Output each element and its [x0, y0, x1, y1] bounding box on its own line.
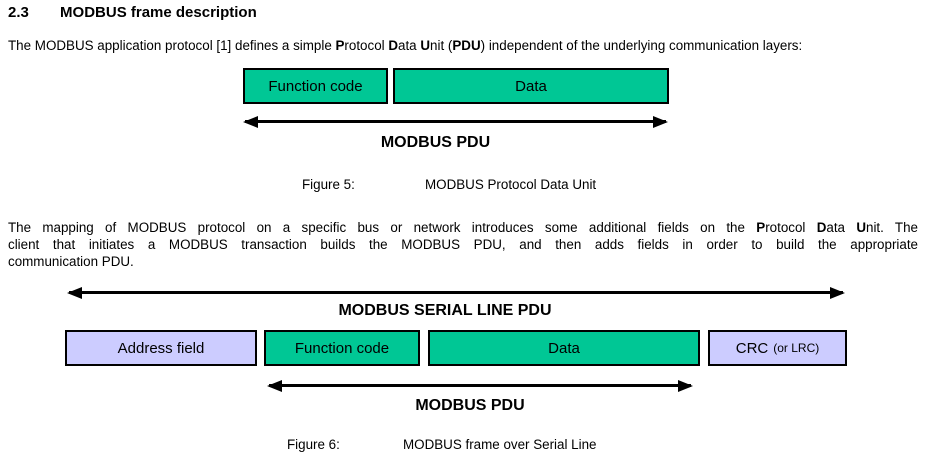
mapping-paragraph-line1: The mapping of MODBUS protocol on a spec… [8, 220, 919, 235]
fig6-serial-line-double-arrow [69, 291, 843, 294]
fig6-address-field-label: Address field [117, 339, 205, 357]
fig5-function-code-label: Function code [268, 77, 363, 95]
fig6-pdu-double-arrow [269, 384, 691, 387]
fig6-crc-box: CRC (or LRC) [708, 330, 847, 366]
fig6-address-field-box: Address field [65, 330, 257, 366]
mapping-paragraph: The mapping of MODBUS protocol on a spec… [8, 219, 918, 270]
section-title: MODBUS frame description [60, 4, 257, 21]
fig6-data-box: Data [428, 330, 700, 366]
fig6-serial-line-label: MODBUS SERIAL LINE PDU [338, 302, 552, 319]
intro-paragraph: The MODBUS application protocol [1] defi… [8, 38, 803, 53]
fig6-function-code-box: Function code [264, 330, 420, 366]
fig6-data-label: Data [548, 339, 580, 357]
fig5-caption-number: Figure 5: [302, 177, 355, 192]
mapping-paragraph-line3: communication PDU. [8, 254, 134, 269]
fig5-data-label: Data [515, 77, 547, 95]
fig5-caption-text: MODBUS Protocol Data Unit [425, 177, 597, 192]
fig5-double-arrow [245, 120, 666, 123]
fig5-function-code-box: Function code [243, 68, 388, 104]
fig5-data-box: Data [393, 68, 669, 104]
fig6-crc-label-suffix: (or LRC) [773, 341, 820, 355]
fig6-pdu-arrow-label: MODBUS PDU [415, 397, 525, 414]
section-number: 2.3 [8, 4, 29, 21]
mapping-paragraph-line2: client that initiates a MODBUS transacti… [8, 237, 918, 252]
fig6-function-code-label: Function code [294, 339, 390, 357]
fig6-caption-number: Figure 6: [287, 437, 340, 452]
fig6-caption-text: MODBUS frame over Serial Line [403, 437, 597, 452]
section-heading: 2.3 MODBUS frame description [8, 4, 257, 21]
fig6-crc-label: CRC [735, 339, 769, 357]
fig5-arrow-label: MODBUS PDU [380, 134, 491, 151]
